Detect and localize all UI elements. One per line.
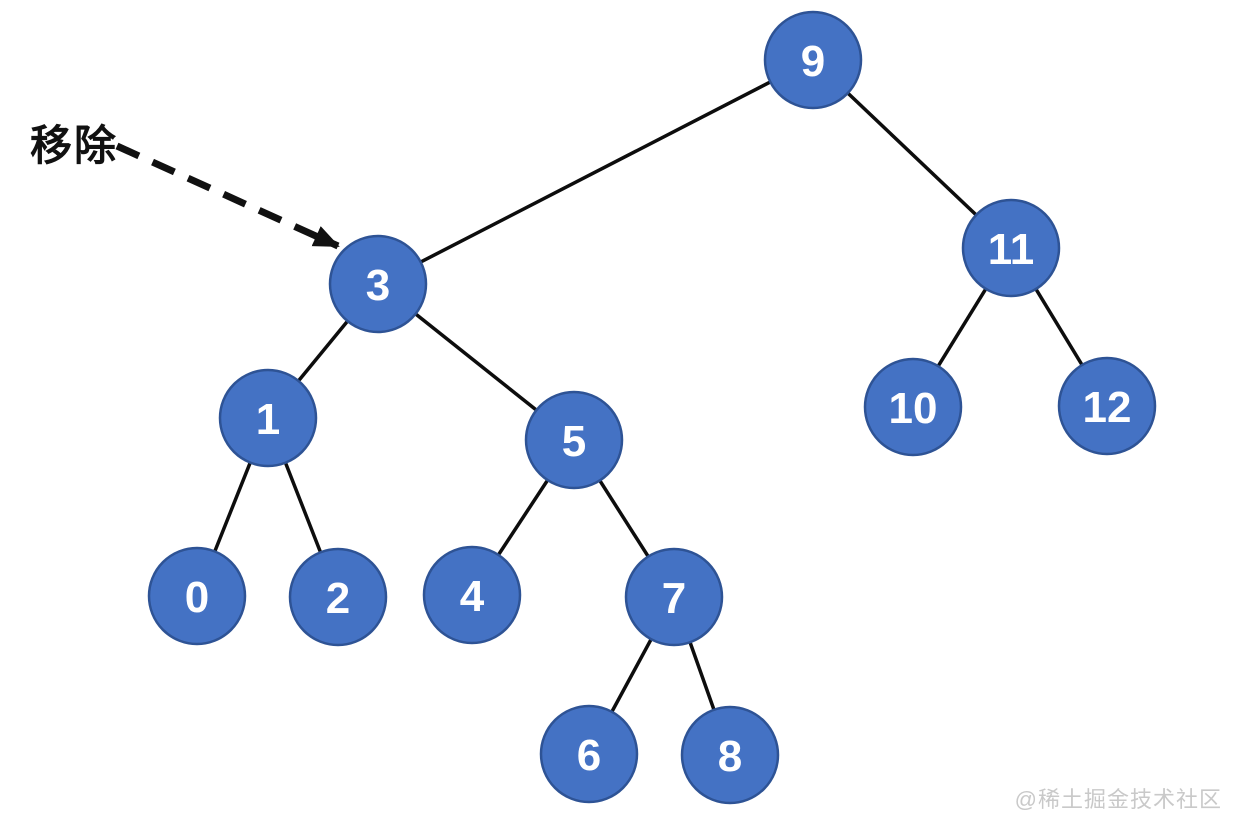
tree-node-4: 4 [422, 545, 522, 645]
tree-node-circle-8 [680, 705, 780, 805]
tree-node-circle-3 [328, 234, 428, 334]
tree-node-8: 8 [680, 705, 780, 805]
tree-node-5: 5 [524, 390, 624, 490]
remove-arrow [115, 142, 340, 250]
tree-node-label-4: 4 [460, 572, 485, 621]
tree-node-label-11: 11 [988, 225, 1035, 274]
tree-node-label-2: 2 [326, 574, 350, 623]
tree-node-label-0: 0 [185, 573, 209, 622]
tree-node-9: 9 [763, 10, 863, 110]
tree-edge-9-3 [377, 58, 814, 286]
remove-annotation-label: 移除 [30, 122, 119, 169]
tree-node-10: 10 [863, 357, 963, 457]
tree-node-circle-4 [422, 545, 522, 645]
tree-node-2: 2 [288, 547, 388, 647]
tree-node-6: 6 [539, 704, 639, 804]
tree-node-3: 3 [328, 234, 428, 334]
tree-node-circle-12 [1057, 356, 1157, 456]
tree-node-circle-5 [524, 390, 624, 490]
watermark: @稀土掘金技术社区 [1014, 787, 1222, 812]
tree-node-label-7: 7 [662, 574, 686, 623]
tree-node-label-9: 9 [801, 37, 825, 86]
tree-node-label-8: 8 [718, 732, 742, 781]
tree-node-12: 12 [1057, 356, 1157, 456]
tree-node-label-3: 3 [366, 261, 390, 310]
tree-node-circle-1 [218, 368, 318, 468]
tree-node-7: 7 [624, 547, 724, 647]
tree-node-label-12: 12 [1083, 383, 1132, 432]
tree-node-label-6: 6 [577, 731, 601, 780]
tree-node-circle-0 [147, 546, 247, 646]
tree-node-0: 0 [147, 546, 247, 646]
tree-node-circle-6 [539, 704, 639, 804]
arrow-layer [115, 142, 340, 250]
tree-node-label-5: 5 [562, 417, 586, 466]
tree-node-label-10: 10 [889, 384, 938, 433]
tree-node-circle-7 [624, 547, 724, 647]
tree-node-circle-2 [288, 547, 388, 647]
tree-node-label-1: 1 [256, 395, 280, 444]
tree-node-circle-9 [763, 10, 863, 110]
tree-node-1: 1 [218, 368, 318, 468]
tree-node-11: 11 [961, 198, 1061, 298]
edges-layer [195, 58, 1109, 756]
tree-node-circle-11 [961, 198, 1061, 298]
tree-node-circle-10 [863, 357, 963, 457]
